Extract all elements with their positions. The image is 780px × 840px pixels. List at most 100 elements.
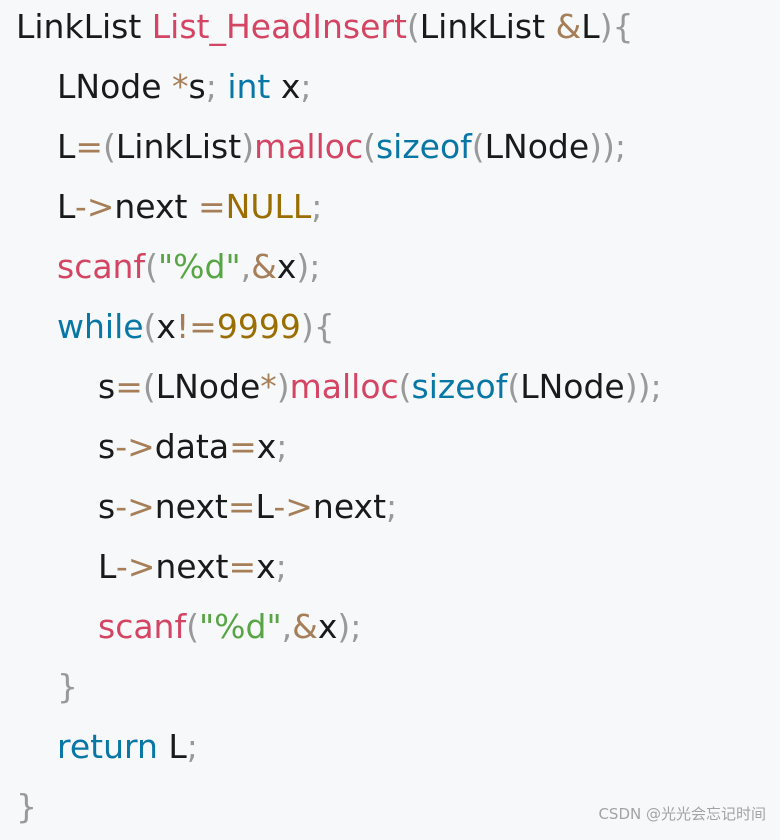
code-token: , — [240, 247, 252, 286]
code-token: ( — [507, 367, 521, 406]
code-token: } — [16, 787, 37, 826]
code-token: ( — [186, 607, 199, 646]
code-line: s->data=x; — [98, 420, 287, 480]
code-line: LNode *s; int x; — [57, 60, 312, 120]
code-token: malloc — [254, 127, 364, 166]
code-token: ) — [337, 607, 351, 646]
code-token: LinkList — [419, 7, 556, 46]
code-token: ( — [471, 127, 485, 166]
code-token: L — [98, 547, 116, 586]
code-token: next — [312, 487, 387, 526]
code-token: != — [175, 307, 217, 346]
code-line: while(x!=9999){ — [57, 300, 335, 360]
code-token: "%d" — [157, 247, 241, 286]
code-token: ( — [145, 247, 158, 286]
code-token: ( — [363, 127, 376, 166]
code-token: x — [270, 67, 301, 106]
code-token: = — [115, 367, 143, 406]
code-token: s — [98, 427, 116, 466]
code-token: & — [555, 7, 582, 46]
code-token: = — [229, 427, 257, 466]
code-token: = — [75, 127, 104, 166]
code-token: LNode — [155, 367, 261, 406]
code-token: -> — [115, 487, 155, 526]
code-token: data — [154, 427, 230, 466]
code-line: scanf("%d",&x); — [57, 240, 320, 300]
code-line: L->next=x; — [98, 540, 287, 600]
code-token: -> — [273, 487, 313, 526]
code-line: } — [57, 660, 78, 720]
code-token: ; — [311, 187, 323, 226]
code-token: LNode — [484, 127, 590, 166]
code-token: ; — [309, 247, 321, 286]
code-token: LinkList — [115, 127, 242, 166]
code-token: ; — [614, 127, 627, 166]
code-line: } — [16, 780, 37, 840]
code-token: & — [292, 607, 318, 646]
code-token: = — [228, 547, 257, 586]
code-token: & — [251, 247, 277, 286]
code-token: x — [256, 427, 277, 466]
code-token: sizeof — [411, 367, 508, 406]
code-token: * — [172, 67, 189, 106]
code-token: return — [57, 727, 158, 766]
code-line: L=(LinkList)malloc(sizeof(LNode)); — [57, 120, 626, 180]
csdn-watermark: CSDN @光光会忘记时间 — [598, 805, 766, 823]
code-token: x — [156, 307, 176, 346]
code-token: L — [57, 127, 76, 166]
code-token: LNode — [57, 67, 173, 106]
code-token: ( — [103, 127, 116, 166]
code-token: ) — [599, 7, 613, 46]
code-token: NULL — [225, 187, 312, 226]
code-token: ( — [398, 367, 412, 406]
code-token: L — [157, 727, 187, 766]
code-token: next — [154, 487, 228, 526]
code-token: while — [57, 307, 144, 346]
code-token: ) — [296, 247, 310, 286]
code-token: ) — [241, 127, 255, 166]
code-token: * — [260, 367, 277, 406]
code-token: "%d" — [198, 607, 282, 646]
code-token: x — [276, 247, 297, 286]
code-token: L — [581, 7, 600, 46]
code-line: LinkList List_HeadInsert(LinkList &L){ — [16, 0, 634, 60]
code-token: List_HeadInsert — [151, 7, 407, 46]
code-token: L — [255, 487, 274, 526]
code-token: ; — [205, 67, 217, 106]
code-token: 9999 — [216, 307, 301, 346]
code-token: next — [155, 547, 229, 586]
code-token: ; — [300, 67, 312, 106]
code-token: ( — [142, 367, 156, 406]
code-token: -> — [115, 427, 155, 466]
code-line: return L; — [57, 720, 198, 780]
code-token: sizeof — [375, 127, 472, 166]
code-token: s — [98, 367, 116, 406]
code-token: x — [317, 607, 338, 646]
code-token: { — [612, 7, 634, 46]
code-token: int — [227, 67, 271, 106]
code-token: ; — [186, 727, 198, 766]
code-line: s=(LNode*)malloc(sizeof(LNode)); — [98, 360, 662, 420]
code-token: LinkList — [16, 7, 152, 46]
code-line: scanf("%d",&x); — [98, 600, 361, 660]
code-token: = — [227, 487, 256, 526]
code-token: x — [256, 547, 276, 586]
code-token: s — [98, 487, 116, 526]
code-token: s — [188, 67, 206, 106]
code-token: { — [313, 307, 335, 346]
code-token: -> — [74, 187, 115, 226]
code-line: s->next=L->next; — [98, 480, 397, 540]
code-token: ; — [386, 487, 398, 526]
code-token: ) — [300, 307, 314, 346]
code-token: ; — [650, 367, 662, 406]
code-token: -> — [115, 547, 156, 586]
code-token: malloc — [289, 367, 399, 406]
code-token: )) — [589, 127, 615, 166]
code-token: ; — [275, 547, 287, 586]
code-token: ( — [406, 7, 420, 46]
code-token: = — [197, 187, 226, 226]
code-token: } — [57, 667, 78, 706]
code-token: )) — [624, 367, 651, 406]
code-token: next — [114, 187, 198, 226]
code-token: , — [281, 607, 293, 646]
